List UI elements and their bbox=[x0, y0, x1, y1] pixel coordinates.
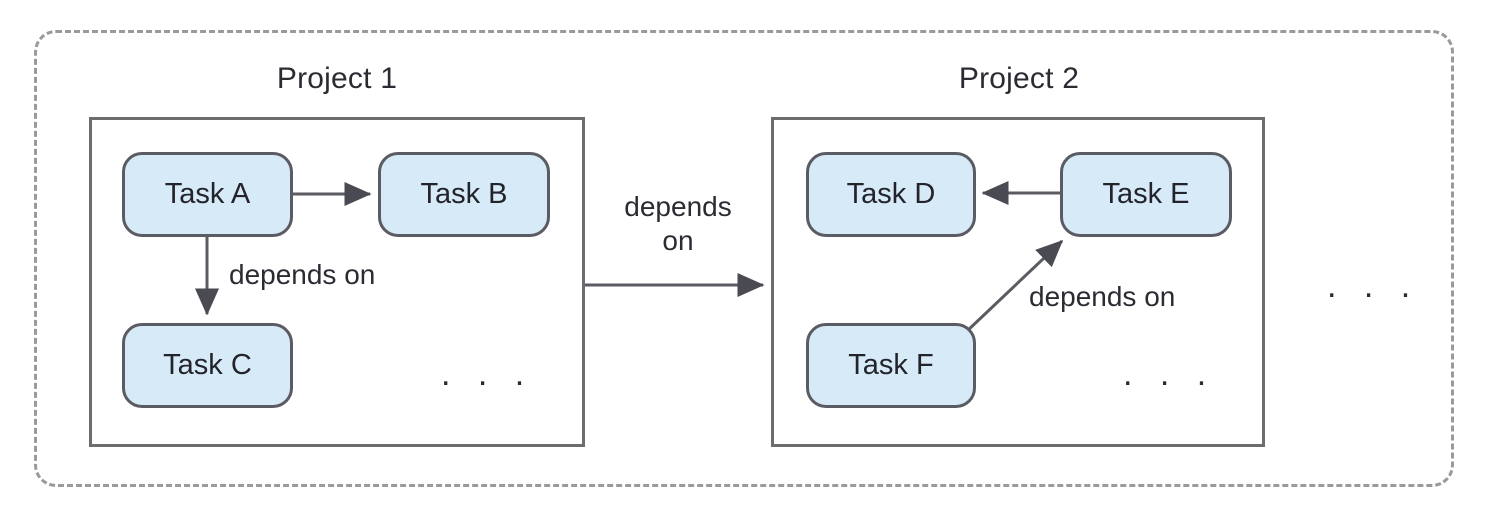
system-boundary bbox=[34, 30, 1454, 487]
task-f-label: Task F bbox=[848, 349, 934, 381]
edge-label-line-1: depends bbox=[624, 191, 732, 222]
task-node-task-f[interactable]: Task F bbox=[806, 323, 976, 408]
task-d-label: Task D bbox=[846, 178, 936, 210]
ellipsis-more-projects: . . . bbox=[1327, 267, 1420, 305]
task-a-label: Task A bbox=[164, 178, 251, 210]
ellipsis-project-2: . . . bbox=[1123, 355, 1216, 393]
edge-label-project-1-to-project-2: depends on bbox=[603, 190, 753, 258]
task-node-task-c[interactable]: Task C bbox=[122, 323, 293, 408]
edge-label-task-a-to-task-c: depends on bbox=[229, 259, 376, 290]
edge-label-line-2: on bbox=[662, 225, 694, 257]
task-e-label: Task E bbox=[1102, 178, 1190, 210]
task-node-task-b[interactable]: Task B bbox=[378, 152, 550, 237]
task-node-task-d[interactable]: Task D bbox=[806, 152, 976, 237]
project-1-title: Project 1 bbox=[276, 62, 398, 95]
task-b-label: Task B bbox=[420, 178, 508, 210]
task-c-label: Task C bbox=[163, 349, 252, 381]
project-2-title: Project 2 bbox=[958, 62, 1080, 95]
task-node-task-a[interactable]: Task A bbox=[122, 152, 293, 237]
ellipsis-project-1: . . . bbox=[441, 355, 534, 393]
task-node-task-e[interactable]: Task E bbox=[1060, 152, 1232, 237]
edge-label-task-f-to-task-e: depends on bbox=[1029, 281, 1176, 312]
